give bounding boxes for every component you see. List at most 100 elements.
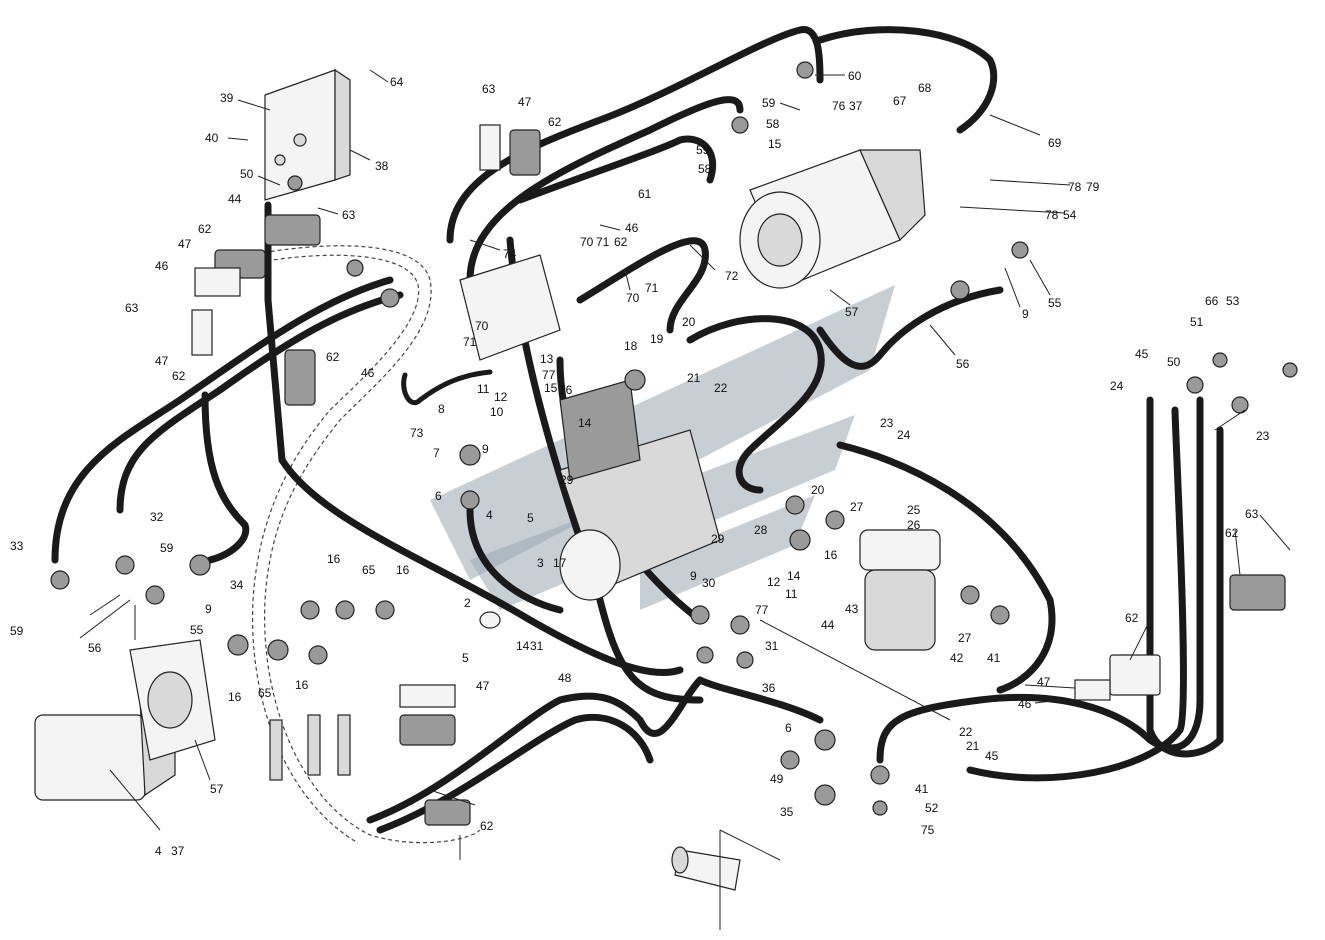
callout: 73 bbox=[410, 426, 424, 440]
callout: 21 bbox=[966, 739, 980, 753]
callout: 7 bbox=[433, 446, 440, 460]
callout: 16 bbox=[295, 678, 309, 692]
callout: 9 bbox=[205, 602, 212, 616]
callout: 47 bbox=[518, 95, 532, 109]
callout: 64 bbox=[390, 75, 404, 89]
pump-4-37 bbox=[34, 714, 146, 801]
callout: 46 bbox=[1018, 697, 1032, 711]
callout: 40 bbox=[205, 131, 219, 145]
callout: 34 bbox=[230, 578, 244, 592]
callout: 11 bbox=[477, 382, 490, 396]
callout: 46 bbox=[361, 366, 375, 380]
callout: 55 bbox=[1048, 296, 1062, 310]
callout: 69 bbox=[1048, 136, 1062, 150]
filter-42 bbox=[859, 529, 941, 571]
callout: 22 bbox=[959, 725, 973, 739]
clamp-62e bbox=[399, 714, 456, 746]
callout: 47 bbox=[476, 679, 490, 693]
callout: 15 bbox=[768, 137, 782, 151]
callout: 55 bbox=[190, 623, 204, 637]
callout: 20 bbox=[682, 315, 696, 329]
callout: 22 bbox=[714, 381, 728, 395]
clamp-62a bbox=[264, 214, 321, 246]
callout: 56 bbox=[956, 357, 970, 371]
callout: 17 bbox=[553, 556, 567, 570]
callout: 16 bbox=[228, 690, 242, 704]
callout: 62 bbox=[480, 819, 494, 833]
callout: 21 bbox=[687, 371, 701, 385]
callout: 9 bbox=[690, 569, 697, 583]
hoses bbox=[51, 26, 1224, 834]
callout: 11 bbox=[785, 587, 798, 601]
callouts: 64 39 40 38 50 63 44 62 47 46 63 47 62 6… bbox=[10, 69, 1270, 858]
callout: 59 bbox=[160, 541, 174, 555]
callout: 56 bbox=[88, 641, 102, 655]
callout: 10 bbox=[490, 405, 504, 419]
callout: 78 bbox=[1068, 180, 1082, 194]
callout: 77 bbox=[542, 368, 556, 382]
clamp-62c bbox=[284, 349, 316, 406]
callout: 41 bbox=[915, 782, 929, 796]
callout: 62 bbox=[326, 350, 340, 364]
callout: 20 bbox=[811, 483, 825, 497]
callout: 3 bbox=[537, 556, 544, 570]
callout: 53 bbox=[1226, 294, 1240, 308]
callout: 52 bbox=[925, 801, 939, 815]
callout: 24 bbox=[1110, 379, 1124, 393]
callout: 41 bbox=[987, 651, 1001, 665]
callout: 45 bbox=[985, 749, 999, 763]
clamp-62g bbox=[1229, 574, 1286, 611]
callout: 18 bbox=[624, 339, 638, 353]
callout: 67 bbox=[893, 94, 907, 108]
callout: 48 bbox=[558, 671, 572, 685]
callout: 12 bbox=[494, 390, 508, 404]
callout: 19 bbox=[650, 332, 664, 346]
callout: 78 bbox=[1045, 208, 1059, 222]
callout: 43 bbox=[845, 602, 859, 616]
callout: 62 bbox=[172, 369, 186, 383]
callout: 14 bbox=[516, 639, 530, 653]
callout: 16 bbox=[824, 548, 838, 562]
callout: 27 bbox=[850, 500, 864, 514]
callout: 4 bbox=[155, 844, 162, 858]
callout: 60 bbox=[848, 69, 862, 83]
callout: 54 bbox=[1063, 208, 1077, 222]
callout: 70 bbox=[580, 235, 594, 249]
callout: 13 bbox=[540, 352, 554, 366]
callout: 63 bbox=[342, 208, 356, 222]
callout: 31 bbox=[530, 639, 544, 653]
callout: 12 bbox=[767, 575, 781, 589]
callout: 65 bbox=[362, 563, 376, 577]
leader-lines bbox=[79, 69, 1291, 930]
callout: 16 bbox=[559, 383, 573, 397]
callout: 51 bbox=[1190, 315, 1204, 329]
callout: 75 bbox=[921, 823, 935, 837]
callout: 35 bbox=[780, 805, 794, 819]
callout: 44 bbox=[821, 618, 835, 632]
callout: 15 bbox=[544, 381, 558, 395]
callout: 24 bbox=[897, 428, 911, 442]
callout: 65 bbox=[258, 686, 272, 700]
callout: 70 bbox=[475, 319, 489, 333]
callout: 62 bbox=[198, 222, 212, 236]
callout: 14 bbox=[578, 416, 592, 430]
callout: 16 bbox=[327, 552, 341, 566]
valve-block-74 bbox=[459, 254, 561, 361]
callout: 79 bbox=[1086, 180, 1100, 194]
clamp-62f bbox=[424, 799, 471, 826]
callout: 44 bbox=[228, 192, 242, 206]
callout: 4 bbox=[486, 508, 493, 522]
callout: 6 bbox=[435, 489, 442, 503]
plate-62h bbox=[1109, 654, 1161, 696]
callout: 42 bbox=[950, 651, 964, 665]
callout: 9 bbox=[1022, 307, 1029, 321]
callout: 28 bbox=[754, 523, 768, 537]
callout: 59 bbox=[696, 143, 710, 157]
callout: 5 bbox=[462, 651, 469, 665]
callout: 27 bbox=[958, 631, 972, 645]
callout: 39 bbox=[220, 91, 234, 105]
callout: 30 bbox=[702, 576, 716, 590]
callout: 72 bbox=[725, 269, 739, 283]
callout: 71 bbox=[596, 235, 610, 249]
callout: 71 bbox=[463, 335, 477, 349]
